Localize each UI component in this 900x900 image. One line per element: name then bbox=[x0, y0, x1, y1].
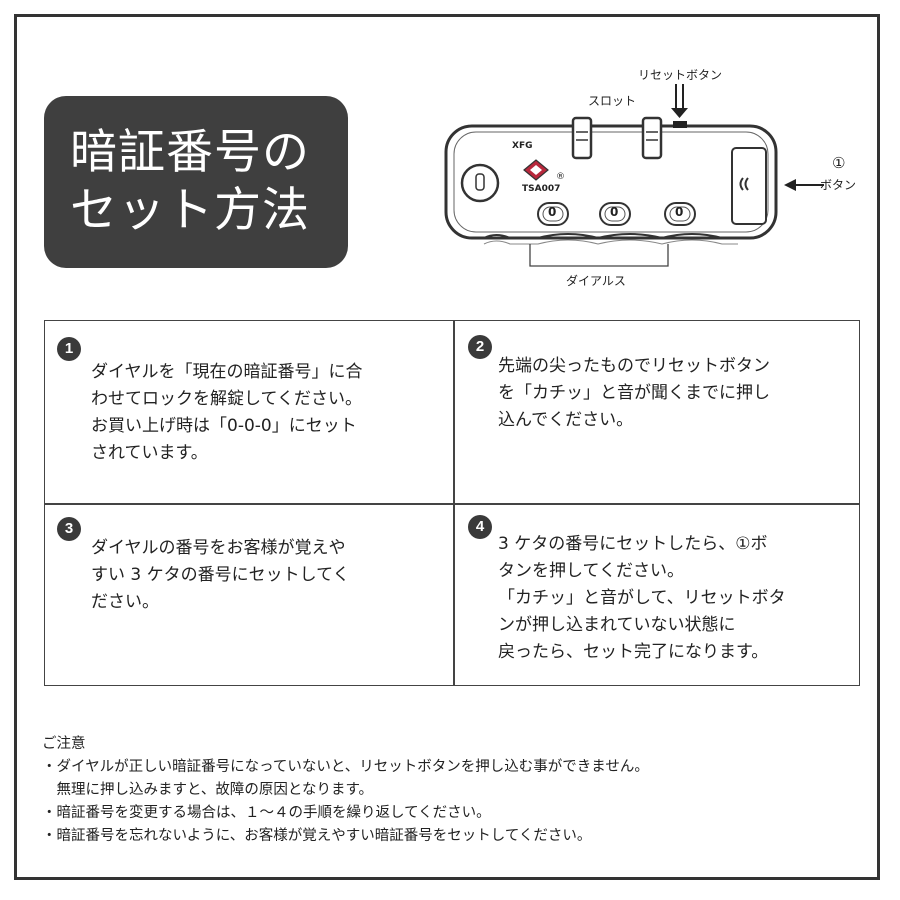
lock-end-cap bbox=[731, 147, 767, 225]
dial-window-1 bbox=[537, 202, 569, 226]
dial-digit-2: 0 bbox=[610, 205, 619, 219]
step-1-text: ダイヤルを「現在の暗証番号」に合 わせてロックを解錠してください。 お買い上げ時… bbox=[91, 362, 363, 463]
steps-table: 1 ダイヤルを「現在の暗証番号」に合 わせてロックを解錠してください。 お買い上… bbox=[44, 320, 860, 686]
lock-illustration bbox=[444, 84, 824, 267]
notes-heading: ご注意 bbox=[42, 736, 86, 752]
step-4-number: 4 bbox=[468, 515, 492, 539]
button1-label-text: ボタン bbox=[820, 178, 857, 192]
button1-arrow-icon bbox=[784, 179, 796, 191]
dials-bracket bbox=[529, 244, 669, 267]
keyhole-icon bbox=[460, 163, 500, 203]
dial-digit-1: 0 bbox=[548, 205, 557, 219]
tsa-text: TSA007 bbox=[522, 184, 561, 194]
step-4-text: 3 ケタの番号にセットしたら、①ボ タンを押してください。 「カチッ」と音がして… bbox=[498, 534, 786, 662]
step-4: 4 3 ケタの番号にセットしたら、①ボ タンを押してください。 「カチッ」と音が… bbox=[454, 505, 860, 685]
title-box: 暗証番号の セット方法 bbox=[44, 96, 348, 268]
slot-left bbox=[571, 116, 593, 160]
button1-label-number: ① bbox=[832, 154, 846, 172]
slot-right bbox=[641, 116, 663, 160]
button-1-icon bbox=[739, 177, 749, 191]
dials-label: ダイアルス bbox=[566, 274, 626, 288]
notes-section: ご注意 ・ダイヤルが正しい暗証番号になっていないと、リセットボタンを押し込む事が… bbox=[42, 733, 649, 848]
step-1-number: 1 bbox=[57, 337, 81, 361]
step-2-text: 先端の尖ったものでリセットボタン を「カチッ」と音が聞くまでに押し 込んでくださ… bbox=[498, 356, 770, 430]
step-2: 2 先端の尖ったものでリセットボタン を「カチッ」と音が聞くまでに押し 込んでく… bbox=[454, 321, 860, 503]
reset-button-icon bbox=[673, 121, 687, 128]
notes-item-3: ・暗証番号を忘れないように、お客様が覚えやすい暗証番号をセットしてください。 bbox=[42, 828, 592, 844]
step-1: 1 ダイヤルを「現在の暗証番号」に合 わせてロックを解錠してください。 お買い上… bbox=[45, 321, 453, 503]
brand-text: XFG bbox=[512, 141, 533, 151]
dial-digit-3: 0 bbox=[675, 205, 684, 219]
step-3-number: 3 bbox=[57, 517, 81, 541]
reset-button-label: リセットボタン bbox=[638, 68, 723, 82]
title-line-2: セット方法 bbox=[70, 183, 310, 238]
reset-arrow-icon bbox=[671, 108, 688, 118]
steps-divider-horizontal bbox=[45, 503, 859, 505]
title-line-1: 暗証番号の bbox=[70, 125, 310, 180]
dial-window-3 bbox=[664, 202, 696, 226]
dial-wheels bbox=[483, 233, 738, 240]
step-3-text: ダイヤルの番号をお客様が覚えや すい 3 ケタの番号にセットしてく ださい。 bbox=[91, 538, 350, 612]
step-2-number: 2 bbox=[468, 335, 492, 359]
notes-item-1-continued: 無理に押し込みますと、故障の原因となります。 bbox=[42, 782, 374, 798]
slot-label: スロット bbox=[588, 94, 637, 108]
dial-window-2 bbox=[599, 202, 631, 226]
registered-mark: ® bbox=[556, 172, 565, 182]
notes-item-2: ・暗証番号を変更する場合は、１～４の手順を繰り返してください。 bbox=[42, 805, 491, 821]
lock-diagram: リセットボタン スロット ① ボタン ダイアルス XFG TSA007 ® 0 … bbox=[440, 60, 880, 300]
notes-item-1: ・ダイヤルが正しい暗証番号になっていないと、リセットボタンを押し込む事ができませ… bbox=[42, 759, 649, 775]
lock-inner-outline bbox=[453, 131, 769, 233]
step-3: 3 ダイヤルの番号をお客様が覚えや すい 3 ケタの番号にセットしてく ださい。 bbox=[45, 505, 453, 685]
